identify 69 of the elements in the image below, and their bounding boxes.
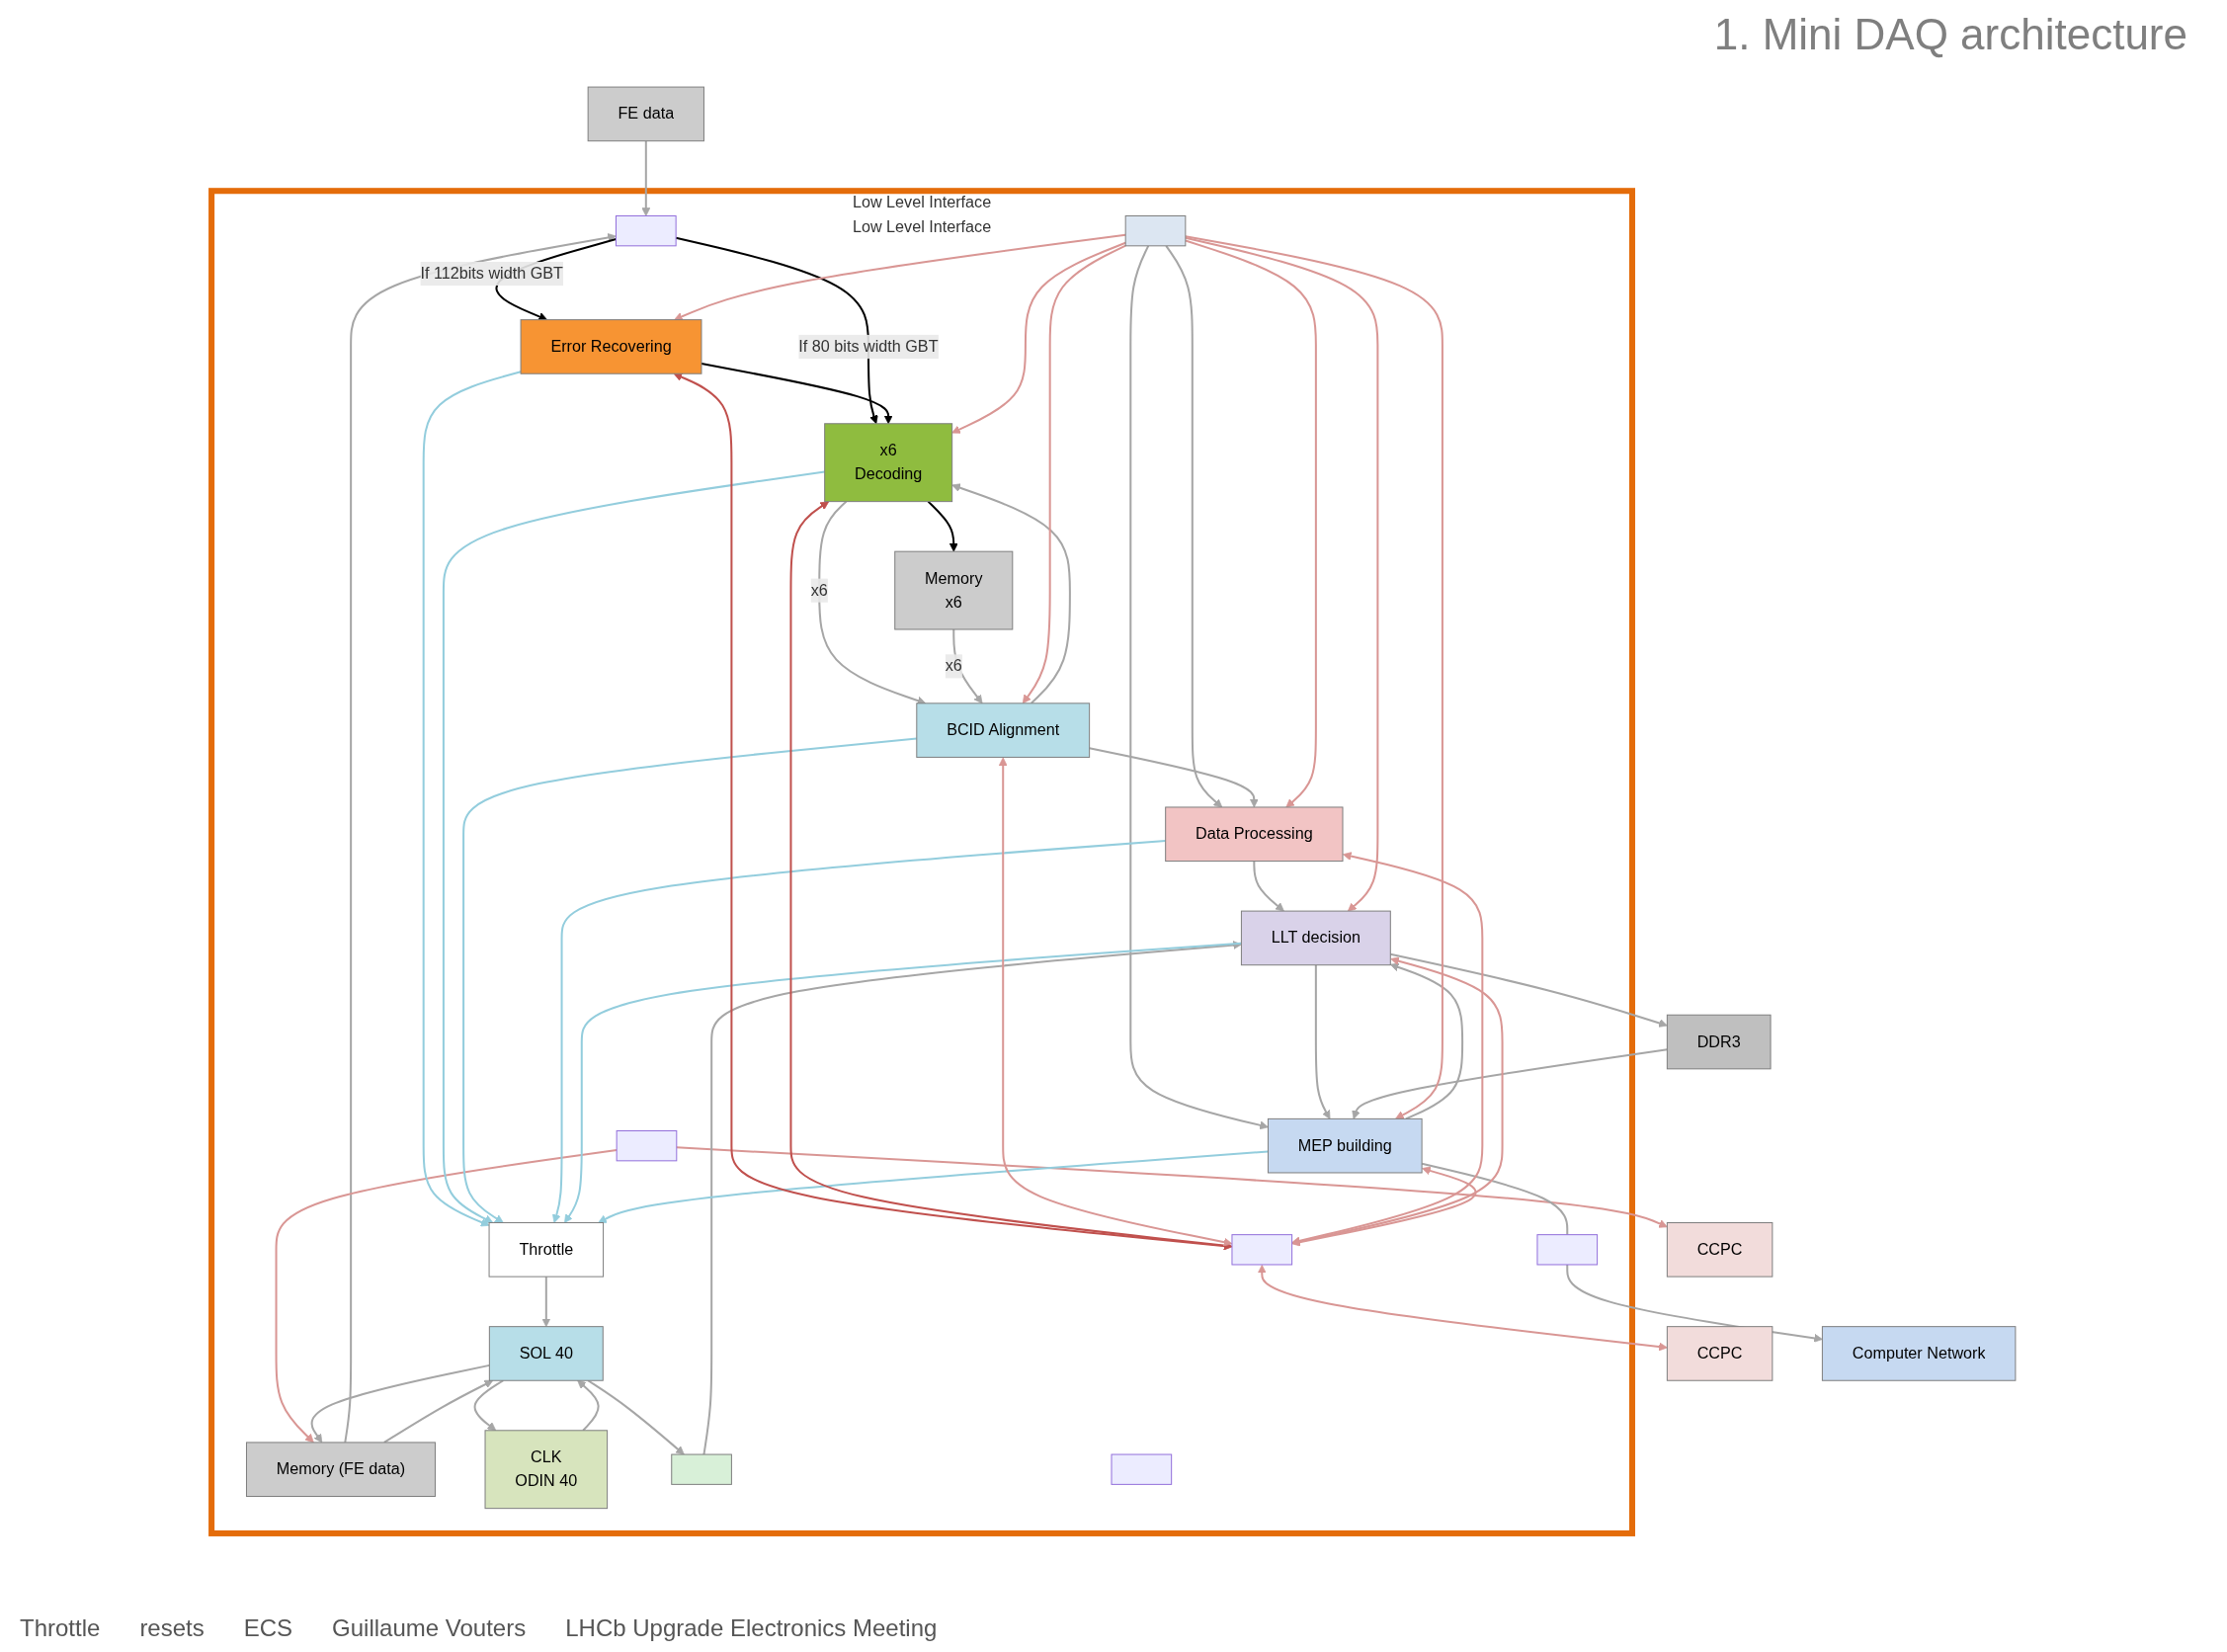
- arrow: [1314, 964, 1331, 1119]
- arrow: [676, 1146, 1668, 1228]
- note-text: Throttle: [20, 1614, 101, 1642]
- arrow: [1291, 956, 1504, 1246]
- arrow: [951, 241, 1126, 434]
- node-box: [616, 1130, 678, 1162]
- arrow: [587, 1379, 685, 1455]
- arrow: [422, 371, 522, 1227]
- arrow: [442, 470, 825, 1223]
- arrow: [1390, 952, 1668, 1028]
- note-text: Guillaume Vouters: [332, 1614, 527, 1642]
- arrow: [1185, 236, 1379, 912]
- node-box: LLT decision: [1240, 910, 1391, 966]
- arrow: [1129, 245, 1269, 1130]
- arrow: [1089, 747, 1259, 808]
- node-box: Error Recovering: [520, 319, 702, 374]
- arrow: [927, 500, 958, 552]
- arrow: [473, 1379, 504, 1432]
- node-box: [671, 1453, 732, 1485]
- arrow: [541, 1277, 551, 1328]
- node-box: [1536, 1234, 1599, 1266]
- arrow: [1389, 962, 1464, 1120]
- diagram-title: 1. Mini DAQ architecture: [1713, 10, 2187, 59]
- edge-label: x6: [945, 657, 962, 675]
- node-box: BCID Alignment: [916, 702, 1091, 758]
- arrow: [275, 1148, 618, 1444]
- arrow: [1253, 861, 1284, 912]
- arrow: [674, 233, 1126, 321]
- node-box: [615, 215, 677, 247]
- arrow: [577, 1379, 600, 1432]
- node-box: Throttle: [488, 1222, 605, 1278]
- node-box: CLK ODIN 40: [484, 1430, 609, 1510]
- arrow: [1185, 235, 1443, 1119]
- note-text: ECS: [243, 1614, 293, 1642]
- node-box: [1111, 1453, 1173, 1485]
- arrow: [1022, 244, 1126, 704]
- node-box: Data Processing: [1165, 806, 1344, 863]
- arrow: [310, 1363, 490, 1444]
- node-box: Memory (FE data): [246, 1442, 436, 1497]
- arrow: [552, 840, 1166, 1223]
- node-box: x6 Decoding: [824, 423, 953, 503]
- node-box: Computer Network: [1821, 1326, 2017, 1381]
- node-box: [1124, 215, 1187, 247]
- arrow: [641, 140, 651, 216]
- node-box: [1231, 1234, 1293, 1266]
- edge-label: If 80 bits width GBT: [798, 337, 939, 356]
- node-box: DDR3: [1666, 1014, 1772, 1070]
- node-box: CCPC: [1666, 1222, 1773, 1278]
- node-box: CCPC: [1666, 1326, 1773, 1381]
- arrow: [1291, 852, 1484, 1246]
- node-box: SOL 40: [488, 1326, 604, 1381]
- arrow: [701, 363, 893, 425]
- arrow: [702, 941, 1242, 1455]
- arrow: [598, 1150, 1269, 1223]
- arrow: [1165, 245, 1223, 808]
- arrow: [1291, 1166, 1477, 1247]
- edge-label: If 112bits width GBT: [420, 264, 563, 283]
- edge-label: x6: [810, 581, 828, 599]
- note-text: resets: [139, 1614, 205, 1642]
- node-box: FE data: [587, 86, 704, 142]
- arrow: [1185, 239, 1317, 808]
- arrow: [462, 737, 917, 1223]
- arrow: [1352, 1048, 1668, 1119]
- note-text: LHCb Upgrade Electronics Meeting: [565, 1614, 938, 1642]
- node-box: Memory x6: [894, 550, 1014, 630]
- arrow: [1257, 1264, 1668, 1352]
- arrow: [564, 942, 1242, 1223]
- node-box: MEP building: [1267, 1117, 1423, 1174]
- arrow: [383, 1379, 494, 1444]
